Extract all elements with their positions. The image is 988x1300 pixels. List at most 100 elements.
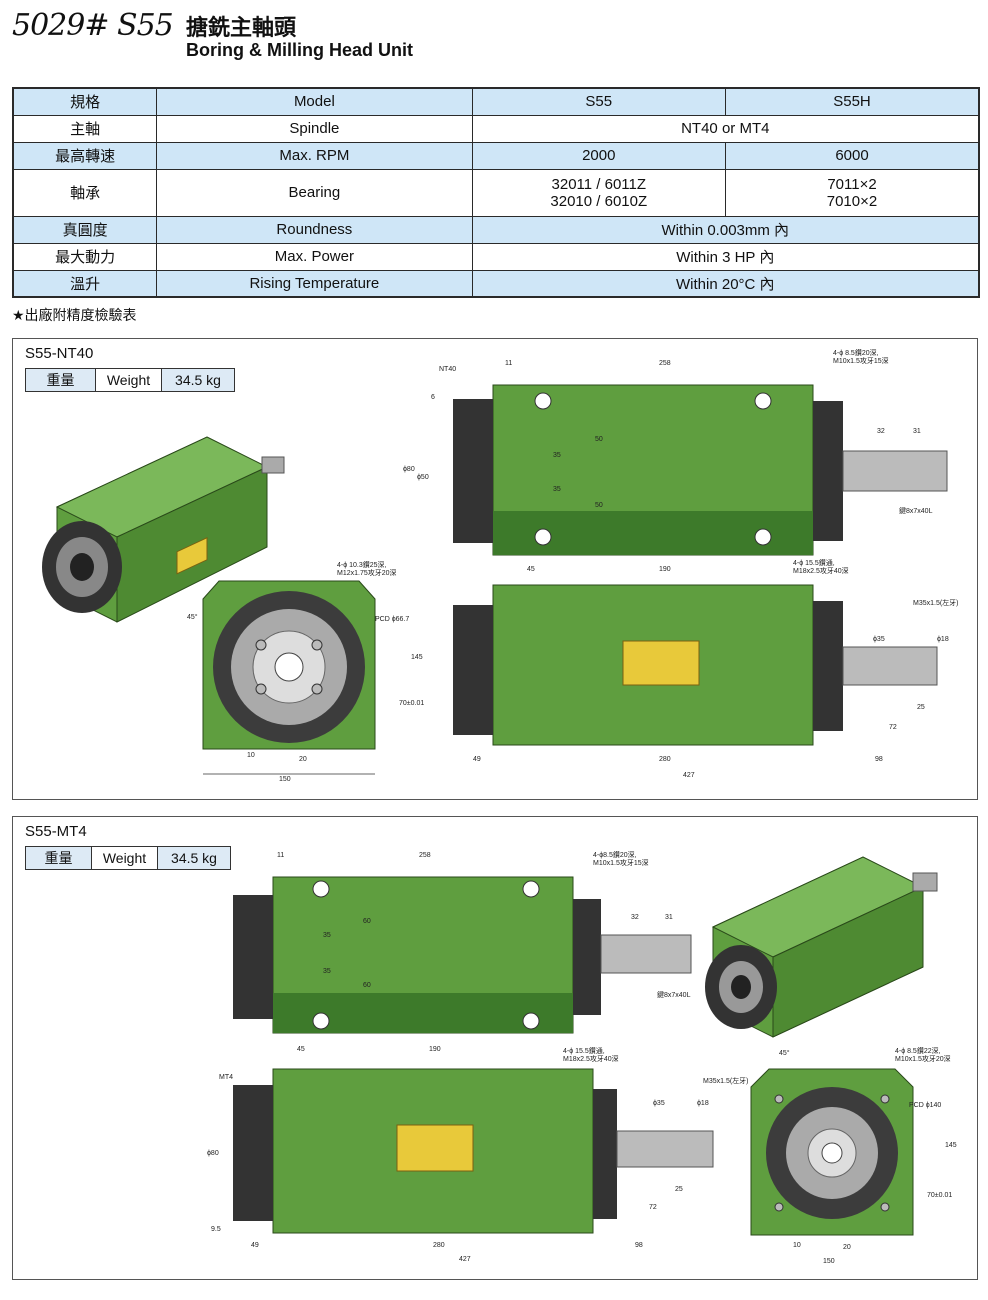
bearing-line: 32011 / 6011Z — [551, 175, 647, 193]
weight-label-zh: 重量 — [26, 847, 92, 869]
dim-35s: ϕ35 — [653, 1100, 665, 1107]
dim-72: 72 — [649, 1204, 657, 1211]
row-value-s55: 2000 — [471, 141, 727, 170]
dim-10: 10 — [247, 752, 255, 759]
dim-80: ϕ80 — [403, 466, 415, 473]
dim-holes-front: 4-ϕ 10.3鑽25深, — [337, 560, 386, 569]
panel-title: S55-MT4 — [25, 823, 87, 840]
title-chinese: 搪銑主軸頭 — [186, 16, 297, 41]
panel-title: S55-NT40 — [25, 345, 94, 362]
dim-holes-front: 4-ϕ 8.5鑽22深, — [895, 1046, 941, 1055]
bearing-line: 32010 / 6010Z — [550, 192, 648, 210]
dim-nt40: NT40 — [439, 366, 456, 373]
weight-label-en: Weight — [92, 847, 158, 869]
weight-label-zh: 重量 — [26, 369, 96, 391]
panel-nt40: S55-NT40 重量 Weight 34.5 kg PCD ϕ66.7 4-ϕ… — [12, 338, 978, 800]
side-view-mt4: MT4 ϕ80 ϕ35 ϕ18 M35x1.5(左牙) 25 72 9.5 49… — [207, 1068, 749, 1263]
row-label-zh: 軸承 — [12, 168, 158, 217]
dim-holes-side: 4-ϕ 15.5鑽通, — [563, 1046, 605, 1055]
weight-box: 重量 Weight 34.5 kg — [25, 368, 235, 392]
dim-280: 280 — [433, 1242, 445, 1249]
dim-35b: 35 — [323, 968, 331, 975]
dim-95: 9.5 — [211, 1226, 221, 1233]
weight-value: 34.5 kg — [162, 369, 234, 391]
header-model: Model — [156, 87, 473, 116]
dim-50: ϕ50 — [417, 474, 429, 481]
dim-10: 10 — [793, 1242, 801, 1249]
panel-mt4: S55-MT4 重量 Weight 34.5 kg 11 258 4-ϕ8.5鑽… — [12, 816, 978, 1280]
bearing-line: 7010×2 — [826, 192, 878, 210]
dim-holes-side2: M18x2.5攻牙40深 — [793, 566, 849, 575]
dim-holes-top: 4-ϕ8.5鑽20深, — [593, 850, 637, 859]
header-s55: S55 — [471, 87, 727, 116]
dim-150: 150 — [279, 776, 291, 783]
iso-view-mt4 — [705, 856, 938, 1038]
dim-145: 145 — [411, 654, 423, 661]
dim-holes-top: 4-ϕ 8.5鑽20深, — [833, 348, 879, 357]
dim-20: 20 — [843, 1244, 851, 1251]
dim-31: 31 — [665, 914, 673, 921]
title-english: Boring & Milling Head Unit — [186, 40, 413, 60]
dim-50a: 50 — [595, 436, 603, 443]
dim-25: 25 — [675, 1186, 683, 1193]
inspection-note: ★出廠附精度檢驗表 — [12, 308, 137, 324]
dim-98: 98 — [875, 756, 883, 763]
row-label-en: Roundness — [156, 215, 473, 244]
dim-258: 258 — [419, 852, 431, 859]
dim-m35: M35x1.5(左牙) — [913, 598, 959, 607]
dim-m35: M35x1.5(左牙) — [703, 1076, 749, 1085]
dim-angle: 45° — [779, 1049, 790, 1057]
dim-190: 190 — [429, 1046, 441, 1053]
dim-70: 70±0.01 — [399, 700, 424, 707]
dim-holes-top2: M10x1.5攻牙15深 — [833, 356, 889, 365]
row-label-zh: 真圓度 — [12, 215, 158, 244]
row-label-zh: 溫升 — [12, 269, 158, 298]
row-label-en: Max. Power — [156, 242, 473, 271]
dim-280: 280 — [659, 756, 671, 763]
dim-holes-front2: M12x1.75攻牙20深 — [337, 568, 397, 577]
dim-60a: 60 — [363, 918, 371, 925]
row-value: NT40 or MT4 — [471, 114, 980, 143]
dim-145: 145 — [945, 1142, 957, 1149]
row-label-zh: 最大動力 — [12, 242, 158, 271]
row-label-en: Spindle — [156, 114, 473, 143]
dim-70: 70±0.01 — [927, 1192, 952, 1199]
dim-holes-side: 4-ϕ 15.5鑽通, — [793, 558, 835, 567]
dim-6: 6 — [431, 394, 435, 401]
dim-25: 25 — [917, 704, 925, 711]
dim-32: 32 — [631, 914, 639, 921]
dim-98: 98 — [635, 1242, 643, 1249]
row-label-en: Bearing — [156, 168, 473, 217]
table-row: 最大動力 Max. Power Within 3 HP 內 — [12, 242, 980, 271]
dim-holes-front2: M10x1.5攻牙20深 — [895, 1054, 951, 1063]
row-label-en: Rising Temperature — [156, 269, 473, 298]
dim-key: 鍵8x7x40L — [899, 506, 933, 515]
side-view-nt40: ϕ35 ϕ18 M35x1.5(左牙) 25 72 49 280 98 427 — [453, 584, 959, 779]
model-number: 5029# S55 — [12, 8, 174, 43]
dim-35s: ϕ35 — [873, 636, 885, 643]
dim-18: ϕ18 — [697, 1100, 709, 1107]
dim-60b: 60 — [363, 982, 371, 989]
table-row: 主軸 Spindle NT40 or MT4 — [12, 114, 980, 143]
row-value-s55h: 6000 — [725, 141, 980, 170]
dim-31: 31 — [913, 428, 921, 435]
table-row: 最高轉速 Max. RPM 2000 6000 — [12, 141, 980, 170]
dim-holes-top2: M10x1.5攻牙15深 — [593, 858, 649, 867]
iso-view-nt40 — [42, 436, 285, 623]
dim-258: 258 — [659, 360, 671, 367]
dim-pcd: PCD ϕ66.7 — [375, 616, 409, 623]
dim-72: 72 — [889, 724, 897, 731]
dim-pcd: PCD ϕ140 — [909, 1102, 941, 1109]
dim-angle: 45° — [187, 613, 198, 621]
weight-value: 34.5 kg — [158, 847, 230, 869]
row-label-zh: 主軸 — [12, 114, 158, 143]
page-header: 5029# S55 搪銑主軸頭 Boring & Milling Head Un… — [12, 6, 972, 66]
dim-427: 427 — [683, 772, 695, 779]
top-view-nt40: NT40 11 258 6 4-ϕ 8.5鑽20深, M10x1.5攻牙15深 … — [403, 348, 948, 575]
dim-45: 45 — [297, 1046, 305, 1053]
dim-35a: 35 — [323, 932, 331, 939]
dim-80: ϕ80 — [207, 1150, 219, 1157]
